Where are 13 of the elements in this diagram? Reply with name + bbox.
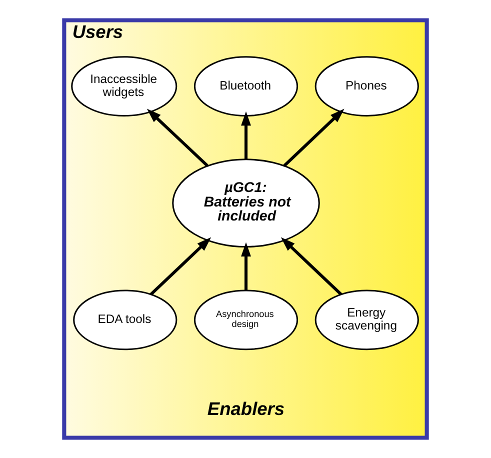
node-ellipse: Inaccessible widgets — [71, 56, 178, 116]
node-ellipse: Bluetooth — [194, 56, 298, 116]
arrow — [150, 237, 212, 296]
arrow — [146, 108, 208, 167]
node-ellipse: Energy scavenging — [314, 290, 419, 350]
node-ellipse: EDA tools — [73, 290, 178, 350]
arrow — [241, 111, 251, 160]
node-ellipse: Asynchronous design — [194, 290, 298, 350]
arrow — [283, 108, 344, 167]
arrow — [280, 237, 342, 296]
node-ellipse: µGC1: Batteries not included — [172, 158, 320, 248]
arrow — [241, 242, 251, 290]
node-ellipse: Phones — [314, 56, 419, 116]
